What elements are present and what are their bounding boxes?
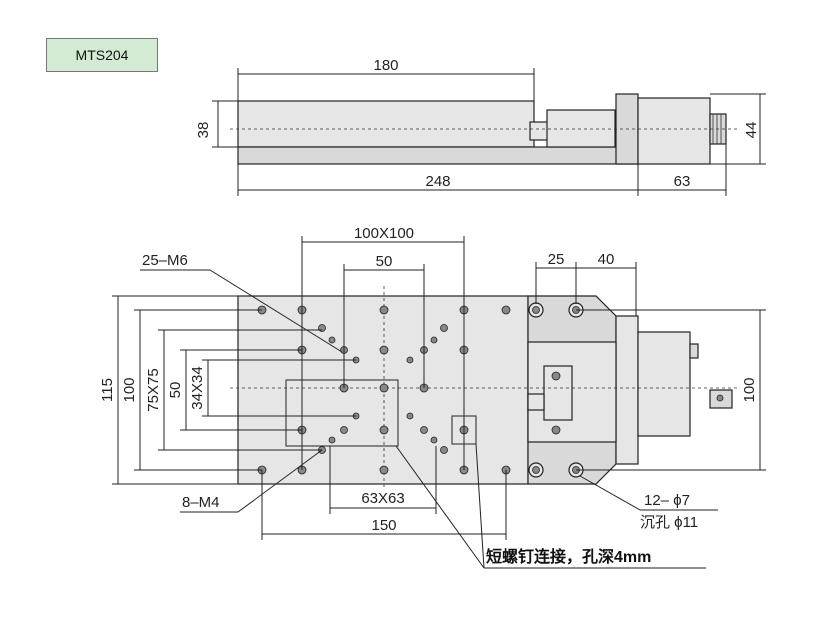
label-25-m6: 25–M6 <box>142 252 188 269</box>
mounting-holes <box>257 302 724 478</box>
dim-44: 44 <box>743 122 760 139</box>
label-8-m4: 8–M4 <box>182 494 220 511</box>
side-motor <box>637 97 711 165</box>
dim-100-left: 100 <box>121 377 138 402</box>
square-63 <box>285 379 399 447</box>
label-12-holes: 12– ϕ7 <box>644 492 690 509</box>
dim-34x34: 34X34 <box>189 366 206 409</box>
side-bearing-block <box>546 109 616 148</box>
dim-75x75: 75X75 <box>145 368 162 411</box>
side-view: 180 38 248 63 44 <box>195 57 766 196</box>
dim-180: 180 <box>373 57 398 74</box>
dim-63x63: 63X63 <box>361 490 404 507</box>
dim-40: 40 <box>598 251 615 268</box>
top-motor <box>637 331 691 437</box>
dim-50-top: 50 <box>376 253 393 270</box>
side-coupling <box>529 121 549 141</box>
model-badge: MTS204 <box>46 38 158 72</box>
dim-248: 248 <box>425 173 450 190</box>
top-connector <box>689 343 699 359</box>
top-view: 100X100 50 25 40 25–M6 115 100 75X75 <box>99 225 766 569</box>
dim-150: 150 <box>371 517 396 534</box>
dim-100-right: 100 <box>741 377 758 402</box>
top-end-plate <box>615 315 639 465</box>
label-counterbore: 沉孔 ϕ11 <box>640 514 698 531</box>
side-stage-body <box>237 100 535 148</box>
side-base <box>237 146 639 165</box>
dim-38: 38 <box>195 122 212 139</box>
note-short-screw: 短螺钉连接，孔深4mm <box>486 547 651 566</box>
dim-25: 25 <box>548 251 565 268</box>
dim-100x100: 100X100 <box>354 225 414 242</box>
dim-50-left: 50 <box>167 382 184 399</box>
dim-63: 63 <box>674 173 691 190</box>
dim-115: 115 <box>99 378 116 402</box>
top-coupling <box>527 393 545 411</box>
